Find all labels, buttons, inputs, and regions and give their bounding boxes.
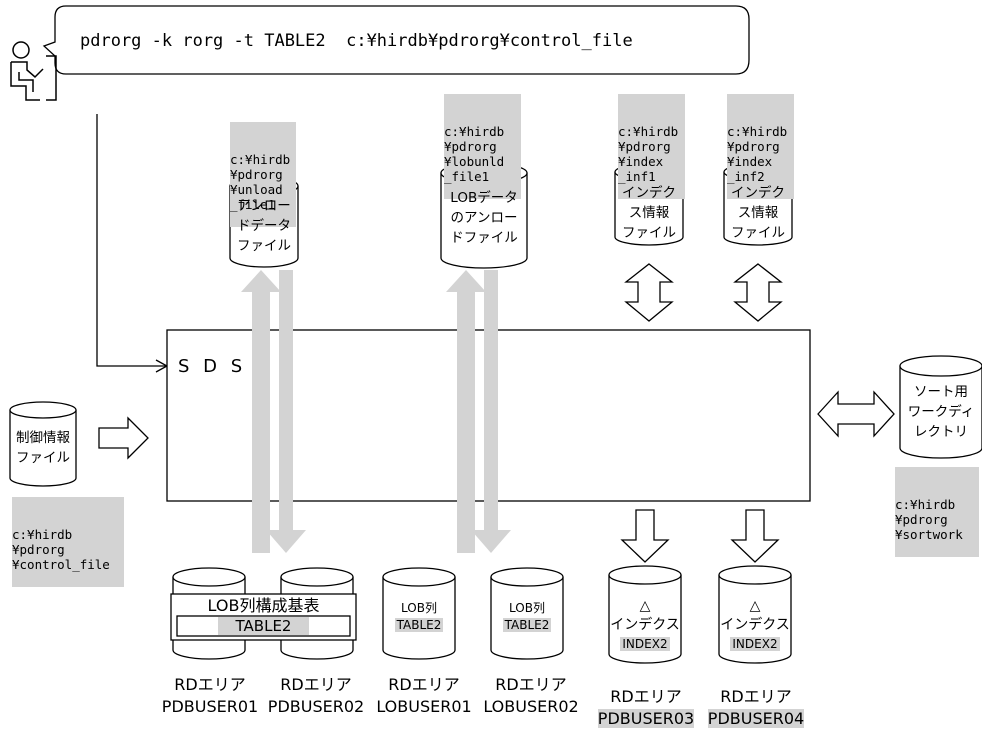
cylinder-lobuser01 [382, 567, 456, 660]
cylinder-sortwork [899, 355, 982, 459]
arrow-control-to-sds [98, 416, 149, 460]
command-bubble [42, 5, 750, 75]
cylinder-lobuser02 [490, 567, 564, 660]
cylinder-control [9, 401, 77, 487]
lob-column-1: LOB列 TABLE2 [394, 601, 444, 632]
user-icon [10, 41, 57, 101]
path-lobunld: c:¥hirdb¥pdrorg¥lobunld_file1 [444, 94, 521, 199]
command-text: pdrorg -k rorg -t TABLE2 c:¥hirdb¥pdrorg… [80, 31, 633, 51]
control-line [96, 114, 169, 373]
path-index2: c:¥hirdb¥pdrorg¥index_inf2 [727, 94, 794, 199]
gray-arrow-lob-up [446, 270, 486, 553]
sds-label: S D S [178, 356, 247, 377]
path-unload: c:¥hirdb¥pdrorg¥unload_file1 [230, 122, 296, 227]
table-name: TABLE2 [177, 617, 350, 635]
double-arrow-index2 [733, 263, 783, 322]
index-area-2: △ インデクス INDEX2 [720, 598, 790, 651]
index-file1-label: インデクス情報ファイル [622, 185, 676, 241]
double-arrow-sortwork [817, 390, 895, 438]
gray-arrow-lob-down [471, 270, 511, 553]
path-control: c:¥hirdb¥pdrorg¥control_file [12, 497, 124, 587]
unload-file-label: アンロードデータファイル [237, 198, 291, 254]
path-index1: c:¥hirdb¥pdrorg¥index_inf1 [618, 94, 685, 199]
index-area-1: △ インデクス INDEX2 [610, 598, 680, 651]
lob-column-2: LOB列 TABLE2 [502, 601, 552, 632]
lob-unload-file-label: LOBデータのアンロードファイル [450, 190, 518, 246]
down-arrow-pdbuser04 [730, 509, 780, 563]
table-box-inner [176, 615, 351, 637]
path-sortwork: c:¥hirdb¥pdrorg¥sortwork [895, 467, 979, 557]
table-title: LOB列構成基表 [207, 596, 320, 615]
down-arrow-pdbuser03 [620, 509, 670, 563]
gray-arrow-pdb-up [241, 270, 281, 553]
control-file-label: 制御情報ファイル [16, 430, 70, 466]
gray-arrow-pdb-down [266, 270, 306, 553]
double-arrow-index1 [624, 263, 674, 322]
index-file2-label: インデクス情報ファイル [731, 185, 785, 241]
sortwork-label: ソート用ワークディレクトリ [907, 384, 975, 440]
